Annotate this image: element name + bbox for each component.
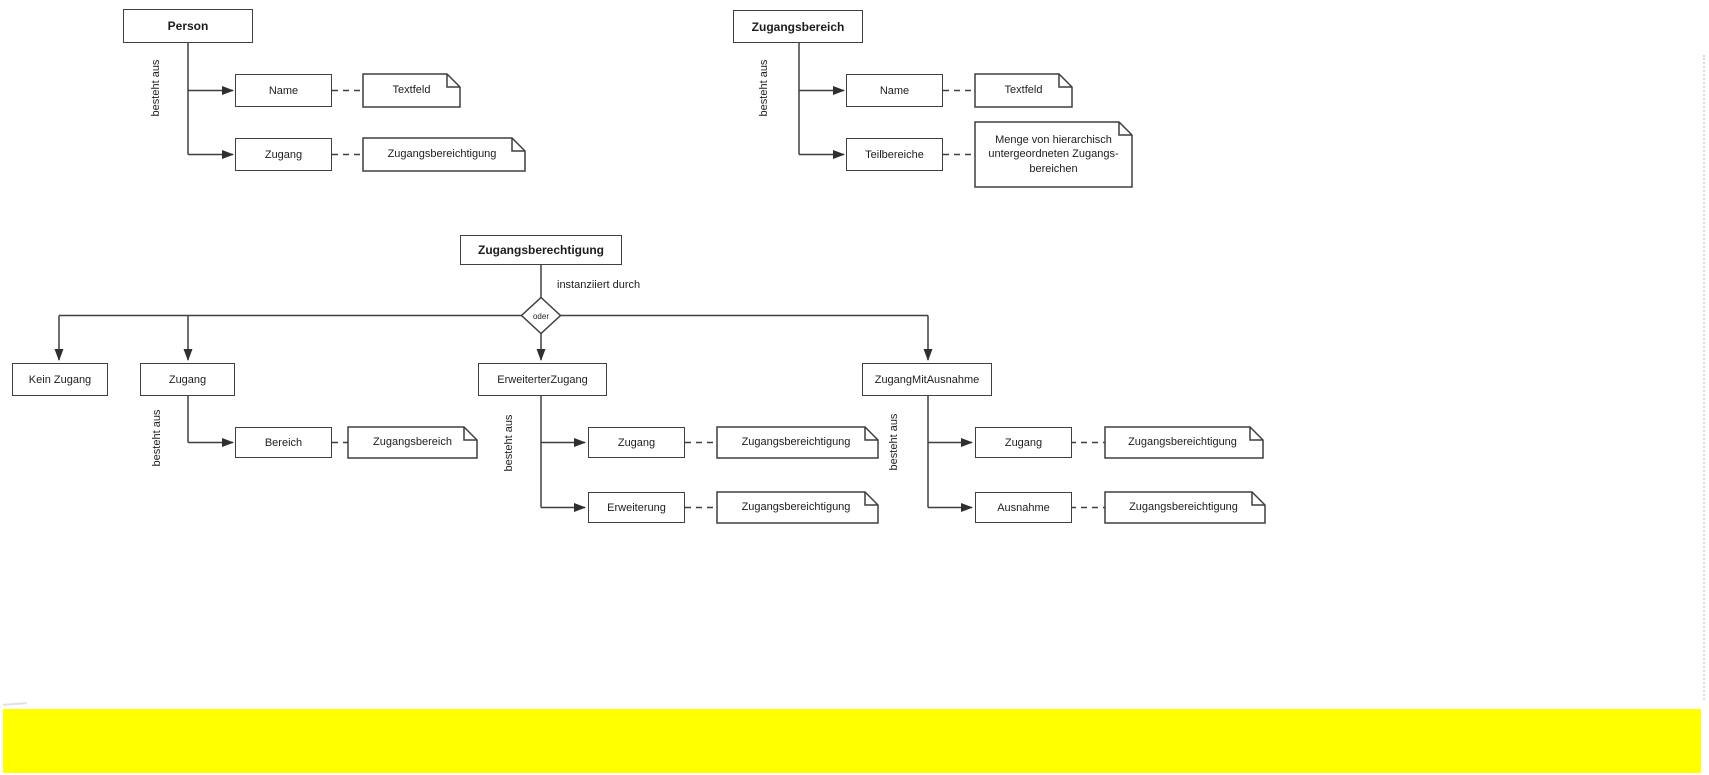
zugangsbereich-field-teilbereiche-box: Teilbereiche [846,138,943,171]
person-class-box: Person [123,9,253,43]
note-menge-hierarchisch: Menge von hierarchisch untergeordneten Z… [988,134,1119,175]
ausnahme-field-zugang-box: Zugang [975,427,1072,458]
note-zugangsbereich: Zugangsbereich [373,436,452,449]
note-zugangsbereichtigung-person: Zugangsbereichtigung [387,148,497,161]
oder-choice-label: oder [532,311,549,321]
note-zugangsbereichtigung-ausnahme-1: Zugangsbereichtigung [1128,436,1237,449]
option-zugangmitausnahme-box: ZugangMitAusnahme [862,363,992,396]
instanziiert-durch-label: instanziiert durch [557,279,641,291]
person-field-name-box: Name [235,74,332,107]
besteht-aus-label-zugang: besteht aus [151,409,163,467]
besteht-aus-label-zugangsbereich: besteht aus [758,59,770,117]
note-zugangsbereichtigung-erweitert-1: Zugangsbereichtigung [741,436,851,449]
zugangsberechtigung-class-box: Zugangsberechtigung [460,235,622,265]
erweitert-field-zugang-box: Zugang [588,427,685,458]
besteht-aus-label-ausnahme: besteht aus [888,413,900,471]
option-zugang-box: Zugang [140,363,235,396]
zugangsbereich-field-name-box: Name [846,74,943,107]
besteht-aus-label-erweitert: besteht aus [503,414,515,472]
note-zugangsbereichtigung-ausnahme-2: Zugangsbereichtigung [1129,501,1238,514]
zugang-field-bereich-box: Bereich [235,427,332,458]
zugangsbereich-class-box: Zugangsbereich [733,10,863,43]
option-erweiterterzugang-box: ErweiterterZugang [478,363,607,396]
highlight-bar [3,709,1701,773]
besteht-aus-label-person: besteht aus [150,59,162,117]
note-textfeld-person: Textfeld [392,84,431,97]
note-zugangsbereichtigung-erweitert-2: Zugangsbereichtigung [741,501,851,514]
note-textfeld-zugangsbereich: Textfeld [1004,84,1043,97]
erweitert-field-erweiterung-box: Erweiterung [588,492,685,523]
person-field-zugang-box: Zugang [235,138,332,171]
ausnahme-field-ausnahme-box: Ausnahme [975,492,1072,523]
option-kein-zugang-box: Kein Zugang [12,363,108,396]
page-edge-artifact [1703,55,1705,700]
